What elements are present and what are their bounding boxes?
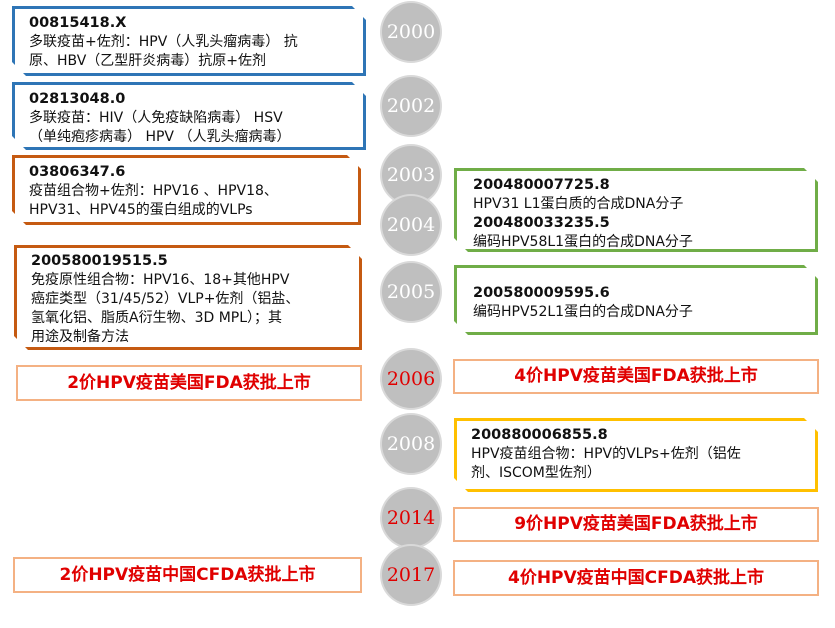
patent-box-2008: 200880006855.8 HPV疫苗组合物：HPV的VLPs+佐剂（铝佐 剂…: [454, 418, 818, 492]
year-circle-2017: 2017: [382, 546, 440, 604]
patent-desc-line: HPV31 L1蛋白质的合成DNA分子: [473, 196, 684, 212]
patent-box-2005-right: 200580009595.6 编码HPV52L1蛋白的合成DNA分子: [454, 265, 818, 335]
patent-number: 02813048.0: [29, 91, 126, 107]
patent-desc-line: 剂、ISCOM型佐剂）: [471, 465, 601, 481]
patent-box-2003-2004: 200480007725.8 HPV31 L1蛋白质的合成DNA分子 20048…: [454, 168, 818, 252]
patent-number: 200580009595.6: [473, 285, 610, 301]
patent-box-2002: 02813048.0 多联疫苗：HIV（人免疫缺陷病毒） HSV （单纯疱疹病毒…: [12, 82, 366, 150]
event-2017-right: 4价HPV疫苗中国CFDA获批上市: [453, 560, 819, 596]
patent-box-2000: 00815418.X 多联疫苗+佐剂：HPV（人乳头瘤病毒） 抗 原、HBV（乙…: [12, 6, 366, 76]
year-circle-2005: 2005: [382, 263, 440, 321]
patent-box-2003: 03806347.6 疫苗组合物+佐剂：HPV16 、HPV18、 HPV31、…: [12, 155, 361, 225]
patent-desc-line: 癌症类型（31/45/52）VLP+佐剂（铝盐、: [31, 291, 300, 307]
event-2006-right: 4价HPV疫苗美国FDA获批上市: [453, 359, 819, 394]
patent-desc-line: 用途及制备方法: [31, 329, 129, 345]
patent-desc-line: 编码HPV58L1蛋白的合成DNA分子: [473, 234, 693, 250]
patent-desc-line: 免疫原性组合物：HPV16、18+其他HPV: [31, 272, 290, 288]
patent-desc-line: 疫苗组合物+佐剂：HPV16 、HPV18、: [29, 183, 278, 199]
patent-desc-line: 多联疫苗+佐剂：HPV（人乳头瘤病毒） 抗: [29, 34, 298, 50]
year-circle-2002: 2002: [382, 77, 440, 135]
event-2017-left: 2价HPV疫苗中国CFDA获批上市: [13, 557, 362, 593]
year-circle-2014: 2014: [382, 489, 440, 547]
patent-number: 200880006855.8: [471, 427, 608, 443]
patent-number: 03806347.6: [29, 164, 126, 180]
year-circle-2006: 2006: [382, 350, 440, 408]
patent-number: 200480007725.8: [473, 177, 610, 193]
year-circle-2000: 2000: [382, 3, 440, 61]
year-circle-2004: 2004: [382, 196, 440, 254]
year-circle-2008: 2008: [382, 415, 440, 473]
event-2014-right: 9价HPV疫苗美国FDA获批上市: [453, 507, 819, 542]
patent-number: 00815418.X: [29, 15, 127, 31]
patent-desc-line: 编码HPV52L1蛋白的合成DNA分子: [473, 304, 693, 320]
patent-number: 200480033235.5: [473, 215, 610, 231]
patent-desc-line: 氢氧化铝、脂质A衍生物、3D MPL）；其: [31, 310, 283, 326]
patent-number: 200580019515.5: [31, 253, 168, 269]
patent-desc-line: （单纯疱疹病毒） HPV （人乳头瘤病毒）: [29, 129, 291, 145]
patent-desc-line: HPV疫苗组合物：HPV的VLPs+佐剂（铝佐: [471, 446, 741, 462]
patent-box-2005: 200580019515.5 免疫原性组合物：HPV16、18+其他HPV 癌症…: [14, 245, 362, 350]
patent-desc-line: 多联疫苗：HIV（人免疫缺陷病毒） HSV: [29, 110, 283, 126]
event-2006-left: 2价HPV疫苗美国FDA获批上市: [16, 365, 362, 401]
patent-desc-line: HPV31、HPV45的蛋白组成的VLPs: [29, 202, 253, 218]
patent-desc-line: 原、HBV（乙型肝炎病毒）抗原+佐剂: [29, 53, 267, 69]
year-circle-2003: 2003: [382, 146, 440, 204]
